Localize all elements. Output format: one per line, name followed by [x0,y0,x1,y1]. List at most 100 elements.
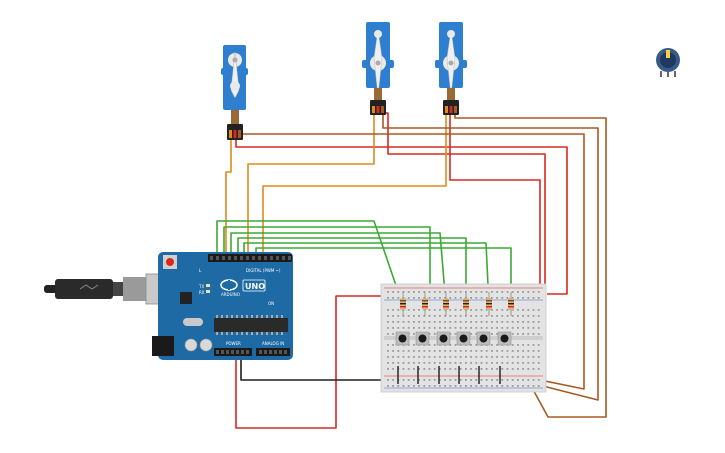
breadboard-hole [428,362,431,364]
breadboard-hole [444,356,446,358]
servo-3[interactable] [435,22,467,115]
breadboard-hole [532,362,535,364]
usb-cable[interactable] [44,273,179,305]
breadboard-hole [439,327,441,329]
wire-black-gnd[interactable] [240,356,386,381]
arduino-uno-board[interactable]: DIGITAL (PWM ~) ARDUINO UNO L TX RX ON [152,252,293,360]
breadboard-hole [454,385,457,387]
potentiometer-knob[interactable] [656,48,680,77]
wire-red-servo3[interactable] [449,113,541,294]
wire-red-servo2[interactable] [380,112,546,294]
wire-orange-servo3[interactable] [262,113,447,252]
breadboard-hole [423,362,426,364]
breadboard-hole [418,350,420,352]
breadboard-hole [532,297,535,299]
breadboard-hole [480,379,483,381]
breadboard-hole [485,321,488,323]
breadboard-hole [413,291,415,293]
breadboard-hole [501,356,504,358]
breadboard-hole [444,321,446,323]
resistor-4[interactable] [463,292,469,316]
breadboard-hole [402,327,405,329]
breadboard-hole [522,327,524,329]
breadboard-hole [428,333,431,335]
wire-brown-servo3[interactable] [454,113,607,418]
breadboard-hole [527,291,530,293]
breadboard-hole [532,291,535,293]
resistor-5[interactable] [486,292,492,316]
breadboard-hole [454,344,457,346]
breadboard-hole [433,327,436,329]
breadboard-hole [454,356,457,358]
breadboard-hole [537,344,540,346]
breadboard-hole [517,350,519,352]
push-button-1[interactable] [395,331,410,346]
push-button-4[interactable] [456,331,471,346]
wire-red-5v[interactable] [235,295,386,429]
push-button-5[interactable] [476,331,491,346]
breadboard-hole [439,368,441,370]
breadboard-hole [402,368,405,370]
breadboard-hole [485,315,488,317]
breadboard-hole [537,368,540,370]
breadboard-hole [387,315,389,317]
breadboard-hole [459,362,462,364]
breadboard-hole [517,385,519,387]
breadboard-hole [496,368,498,370]
breadboard-hole [527,368,530,370]
resistor-1[interactable] [400,292,406,316]
breadboard-hole [480,309,483,311]
breadboard-hole [532,356,535,358]
dc-jack[interactable] [152,336,174,356]
breadboard-hole [532,385,535,387]
servo-2[interactable] [362,22,394,115]
breadboard-hole [387,385,389,387]
breadboard-hole [454,350,457,352]
wire-orange-servo2[interactable] [247,113,375,252]
breadboard-hole [418,309,420,311]
resistor-2[interactable] [422,292,428,316]
breadboard-hole [506,368,509,370]
breadboard-hole [397,385,400,387]
breadboard-hole [465,379,467,381]
breadboard-hole [465,350,467,352]
breadboard-hole [392,321,394,323]
push-button-3[interactable] [436,331,451,346]
breadboard-hole [428,344,431,346]
breadboard-hole [470,321,472,323]
breadboard-hole [444,291,446,293]
breadboard-hole [485,368,488,370]
breadboard-hole [475,333,478,335]
breadboard-hole [491,291,493,293]
breadboard-hole [517,297,519,299]
push-buttons [395,331,512,346]
wire-brown-servo2[interactable] [382,113,599,401]
breadboard-hole [449,309,452,311]
breadboard-hole [527,356,530,358]
breadboard-hole [511,333,514,335]
breadboard-hole [459,315,462,317]
resistor-3[interactable] [443,292,449,316]
breadboard-hole [496,309,498,311]
breadboard-hole [449,368,452,370]
breadboard-hole [418,368,420,370]
wire-orange-servo1[interactable] [225,140,232,252]
wire-green-3[interactable] [230,232,447,307]
push-button-2[interactable] [415,331,430,346]
wire-green-6[interactable] [255,247,512,306]
breadboard-hole [397,309,400,311]
breadboard-hole [402,356,405,358]
wire-green-2[interactable] [223,226,431,306]
wire-red-servo1[interactable] [235,140,568,295]
wire-green-4[interactable] [237,237,467,306]
servo-1[interactable] [221,45,248,140]
breadboard-hole [449,356,452,358]
breadboard-hole [392,309,394,311]
resistor-6[interactable] [508,292,514,316]
wire-green-5[interactable] [243,242,490,307]
push-button-6[interactable] [497,331,512,346]
breadboard-hole [491,309,493,311]
wire-green-1[interactable] [216,220,404,307]
breadboard-hole [527,379,530,381]
